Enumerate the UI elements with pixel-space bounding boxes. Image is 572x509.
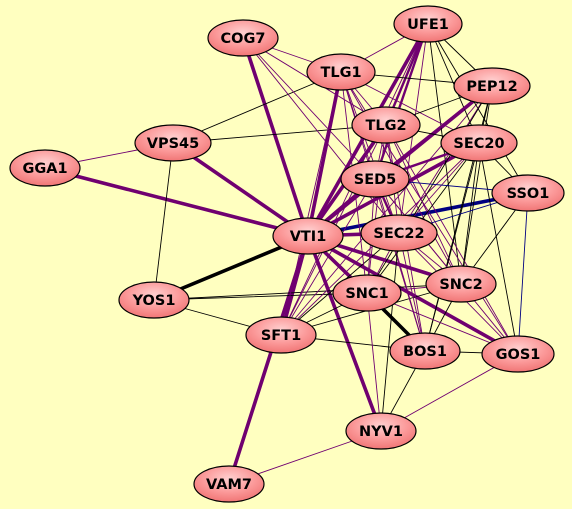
node-label: SNC2 <box>439 277 482 293</box>
node-label: SEC22 <box>373 226 424 242</box>
node-pep12[interactable]: PEP12 <box>453 67 531 105</box>
edge-vps45-yos1 <box>153 142 174 301</box>
node-gos1[interactable]: GOS1 <box>481 335 555 373</box>
edge-nyv1-sec22 <box>380 232 400 432</box>
node-label: VPS45 <box>147 136 199 152</box>
node-ellipse <box>351 106 421 144</box>
node-label: TLG1 <box>320 65 361 81</box>
node-ellipse <box>440 124 518 162</box>
node-label: YOS1 <box>132 293 176 309</box>
node-ellipse <box>453 67 531 105</box>
node-yos1[interactable]: YOS1 <box>118 281 190 319</box>
node-sft1[interactable]: SFT1 <box>245 316 317 354</box>
edge-sec20-snc2 <box>460 142 480 285</box>
node-label: SEC20 <box>453 136 504 152</box>
node-cog7[interactable]: COG7 <box>207 19 279 57</box>
node-ellipse <box>9 149 81 187</box>
node-label: VAM7 <box>206 477 252 493</box>
node-sec20[interactable]: SEC20 <box>440 124 518 162</box>
node-tlg2[interactable]: TLG2 <box>351 106 421 144</box>
edge-vti1-nyv1 <box>306 234 383 433</box>
node-ellipse <box>340 160 410 198</box>
edge-vti1-tlg1 <box>306 70 343 238</box>
node-ellipse <box>345 412 417 450</box>
edge-pep12-snc1 <box>366 85 493 294</box>
edge-snc1-nyv1 <box>366 292 382 432</box>
edge-sed5-gos1 <box>374 178 519 355</box>
node-label: COG7 <box>221 31 266 47</box>
edge-tlg1-sec22 <box>340 71 400 234</box>
edge-vti1-cog7 <box>241 36 310 238</box>
node-ellipse <box>481 335 555 373</box>
edge-sft1-tlg1 <box>280 71 342 336</box>
node-ellipse <box>332 274 402 312</box>
node-ellipse <box>425 265 497 303</box>
node-label: SFT1 <box>261 328 301 344</box>
node-label: SED5 <box>354 172 396 188</box>
node-snc2[interactable]: SNC2 <box>425 265 497 303</box>
node-ellipse <box>306 53 376 91</box>
node-ellipse <box>118 281 190 319</box>
node-gga1[interactable]: GGA1 <box>9 149 81 187</box>
node-snc1[interactable]: SNC1 <box>332 274 402 312</box>
node-label: GOS1 <box>496 347 541 363</box>
node-label: VTI1 <box>290 229 327 245</box>
node-ellipse <box>393 5 463 43</box>
edge-yos1-snc2 <box>153 283 462 301</box>
edge-sec20-snc1 <box>366 142 480 294</box>
node-sed5[interactable]: SED5 <box>340 160 410 198</box>
edge-sec22-bos1 <box>398 232 426 352</box>
node-vti1[interactable]: VTI1 <box>272 217 344 255</box>
edge-sec20-bos1 <box>424 142 480 352</box>
edge-tlg2-snc2 <box>385 124 462 285</box>
node-ellipse <box>134 124 212 162</box>
node-label: TLG2 <box>365 118 406 134</box>
edge-vti1-vps45 <box>171 141 310 238</box>
node-label: PEP12 <box>466 79 517 95</box>
edge-sso1-gos1 <box>517 192 529 355</box>
node-label: SSO1 <box>507 186 550 202</box>
node-label: NYV1 <box>359 424 403 440</box>
node-label: UFE1 <box>407 17 449 33</box>
node-ellipse <box>360 214 438 252</box>
node-nyv1[interactable]: NYV1 <box>345 412 417 450</box>
edge-pep12-sec22 <box>398 85 493 234</box>
edge-sft1-pep12 <box>280 85 493 336</box>
edge-sec20-gos1 <box>478 142 519 355</box>
edge-ufe1-sec20 <box>427 23 480 144</box>
edge-cog7-sec22 <box>242 37 400 234</box>
edge-tlg2-snc1 <box>366 124 387 294</box>
node-sec22[interactable]: SEC22 <box>360 214 438 252</box>
node-label: SNC1 <box>345 286 388 302</box>
edge-tlg2-gos1 <box>385 124 519 355</box>
node-ellipse <box>207 19 279 57</box>
node-ellipse <box>389 332 461 370</box>
edge-cog7-sed5 <box>242 37 376 180</box>
node-ellipse <box>272 217 344 255</box>
node-sso1[interactable]: SSO1 <box>491 174 565 212</box>
edge-pep12-snc2 <box>460 85 493 285</box>
edge-sed5-bos1 <box>374 178 426 352</box>
node-label: BOS1 <box>403 344 447 360</box>
node-label: GGA1 <box>22 161 67 177</box>
node-ellipse <box>193 465 265 503</box>
node-ellipse <box>491 174 565 212</box>
node-vps45[interactable]: VPS45 <box>134 124 212 162</box>
node-ellipse <box>245 316 317 354</box>
edge-ufe1-sed5 <box>373 22 430 181</box>
node-ufe1[interactable]: UFE1 <box>393 5 463 43</box>
edge-vti1-vam7 <box>227 234 310 486</box>
node-bos1[interactable]: BOS1 <box>389 332 461 370</box>
node-vam7[interactable]: VAM7 <box>193 465 265 503</box>
node-tlg1[interactable]: TLG1 <box>306 53 376 91</box>
edge-sft1-sed5 <box>280 178 376 336</box>
edge-vti1-gga1 <box>43 166 310 238</box>
